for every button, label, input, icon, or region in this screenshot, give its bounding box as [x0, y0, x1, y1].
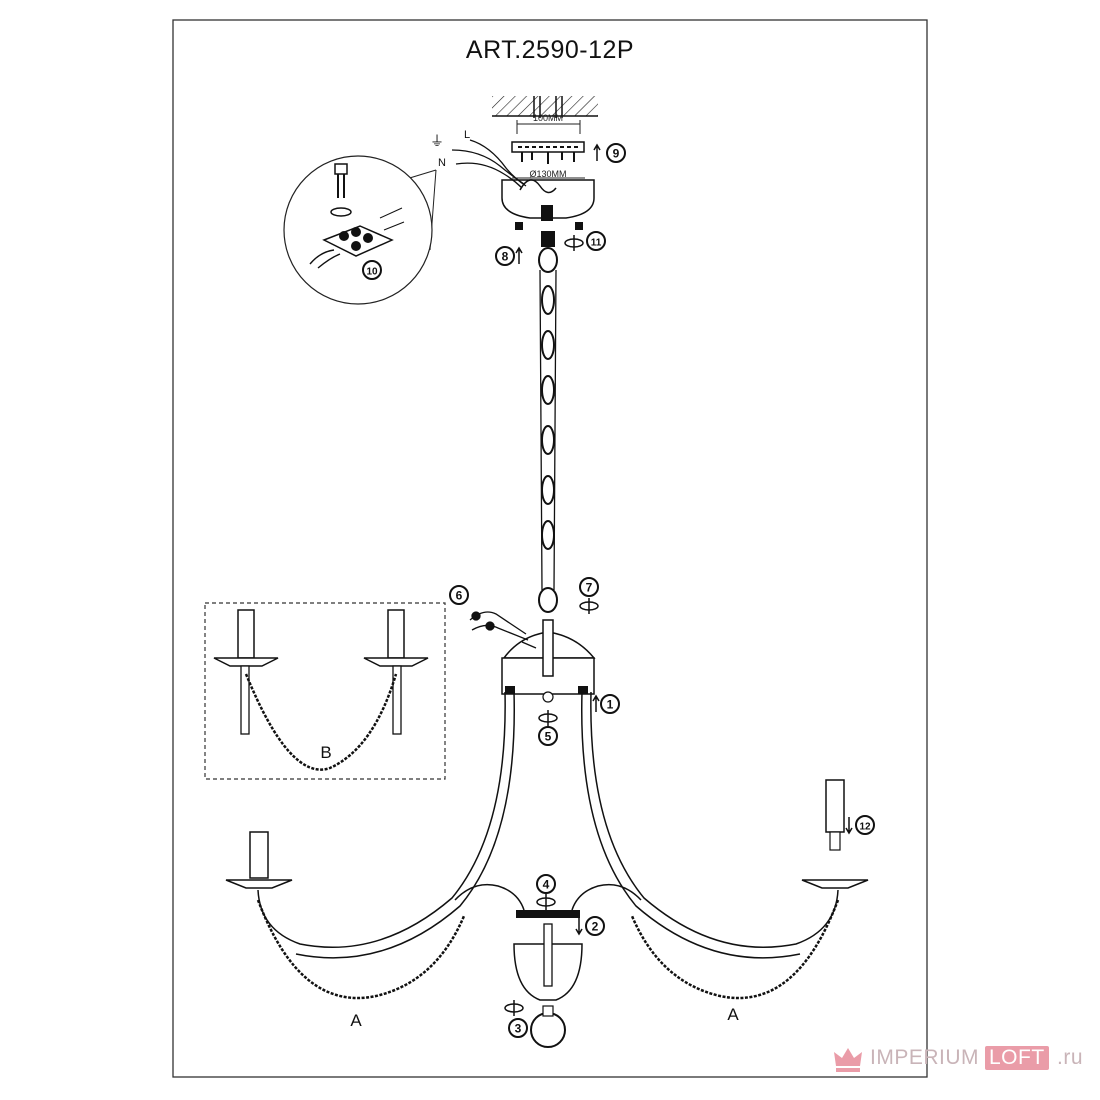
step-7-circle: [579, 577, 599, 597]
mounting-plate: 100MM: [511, 113, 585, 164]
suspension-chain: [538, 231, 558, 613]
inset-label: B: [320, 743, 331, 762]
step-2-circle: [585, 916, 605, 936]
terminal-block-detail: [283, 155, 433, 305]
step-6-circle: [449, 585, 469, 605]
step-5-circle: [538, 726, 558, 746]
step-11-label: 11: [591, 238, 602, 249]
watermark-text-2: LOFT: [985, 1046, 1049, 1070]
step-9-arrow-icon: [593, 143, 601, 161]
step-8-arrow-icon: [515, 246, 523, 264]
step-8-circle: [495, 246, 515, 266]
step-3-label: 3: [515, 1022, 522, 1036]
step-12-label: 12: [859, 822, 871, 833]
step-11-circle: [586, 231, 606, 251]
arm-label-left: A: [350, 1011, 362, 1030]
step-9-label: 9: [613, 147, 620, 161]
watermark-text-3: .ru: [1057, 1046, 1084, 1069]
step-7-label: 7: [586, 581, 593, 595]
plate-dimension: 100MM: [533, 113, 563, 123]
candle-right: [801, 779, 869, 889]
step-9-circle: [606, 143, 626, 163]
inset-b: [204, 602, 446, 780]
step-4-label: 4: [543, 878, 550, 892]
watermark-text-1: IMPERIUM: [870, 1046, 979, 1069]
main-arms: [257, 691, 839, 959]
canopy-dimension: Ø130MM: [529, 169, 566, 179]
step-2-arrow-icon: [575, 918, 583, 936]
connector-detail: [469, 611, 537, 649]
crown-logo-icon: [834, 1048, 862, 1072]
step-5-label: 5: [545, 730, 552, 744]
step-2-label: 2: [592, 920, 599, 934]
step-1-circle: [600, 694, 620, 714]
rope-chains: [256, 899, 840, 1000]
ground-symbol: ⏚: [430, 133, 444, 149]
step-1-label: 1: [607, 698, 614, 712]
ceiling: [492, 96, 598, 118]
bottom-bowl: [513, 910, 583, 1048]
step-8-label: 8: [502, 250, 509, 264]
chandelier-hub: [501, 619, 596, 703]
watermark: IMPERIUM LOFT .ru: [828, 1038, 1098, 1078]
canopy: Ø130MM: [501, 169, 595, 230]
arm-label-right: A: [727, 1005, 739, 1024]
step-1-arrow-icon: [592, 694, 600, 712]
step-3-circle: [508, 1018, 528, 1038]
step-10-circle: [362, 260, 382, 280]
step-6-label: 6: [456, 589, 463, 603]
step-12-arrow-icon: [845, 817, 853, 835]
page-frame: [172, 19, 928, 1078]
page-title: ART.2590-12P: [465, 36, 635, 64]
live-label: L: [464, 129, 470, 141]
candle-left: [225, 831, 293, 889]
step-10-label: 10: [366, 267, 378, 278]
step-4-circle: [536, 874, 556, 894]
step-12-circle: [855, 815, 875, 835]
neutral-label: N: [438, 157, 446, 169]
